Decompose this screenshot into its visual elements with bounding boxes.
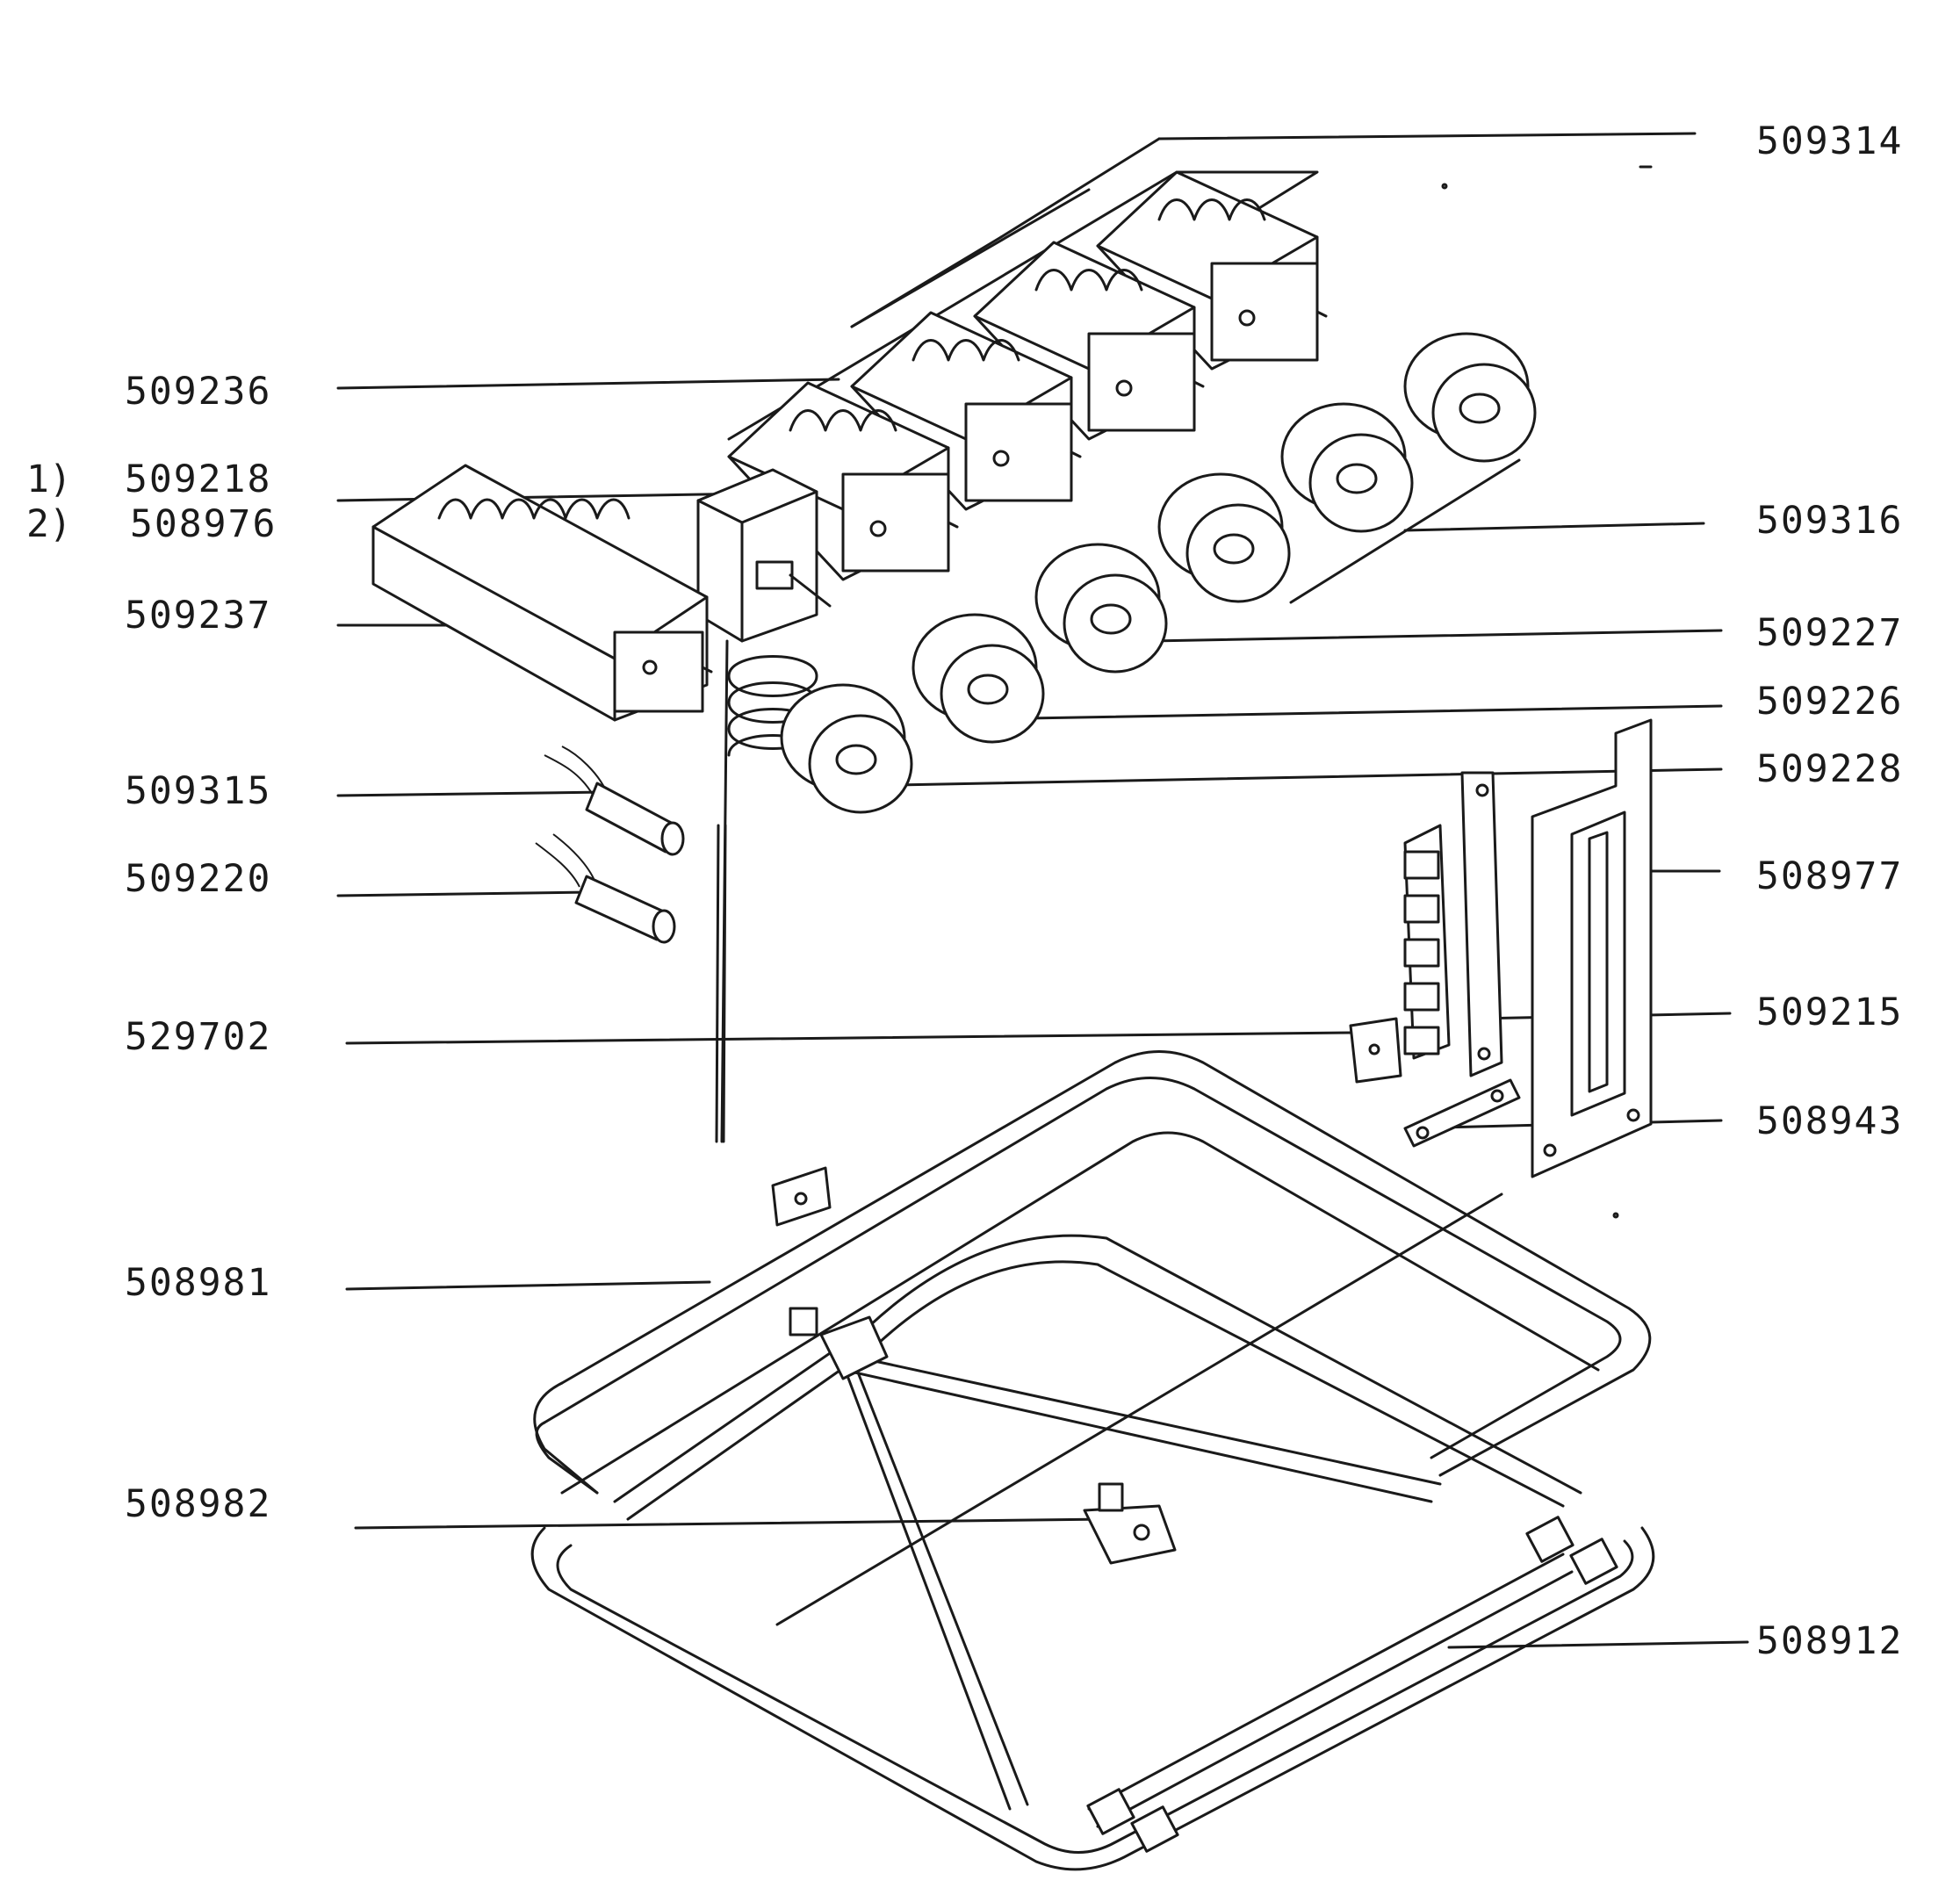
- part-label-509228: 509228: [1756, 747, 1904, 791]
- part-label-508977: 508977: [1756, 854, 1904, 898]
- part-label-508982: 508982: [125, 1482, 272, 1526]
- probes: [535, 746, 685, 944]
- part-label-509236: 509236: [125, 370, 272, 414]
- variant-marker-2: 2): [26, 502, 72, 546]
- selector-switch-row: [727, 170, 1328, 581]
- switch-block: [371, 464, 713, 722]
- grill-element: [533, 1050, 1652, 1811]
- part-label-508981: 508981: [125, 1261, 272, 1305]
- bottom-element: [530, 1131, 1655, 1871]
- control-knobs: [780, 332, 1537, 814]
- part-label-509314: 509314: [1756, 119, 1904, 163]
- part-label-509215: 509215: [1756, 991, 1904, 1034]
- part-label-508976: 508976: [130, 502, 277, 546]
- part-label-509315: 509315: [125, 769, 272, 813]
- part-label-509227: 509227: [1756, 611, 1904, 655]
- part-label-509220: 509220: [125, 857, 272, 901]
- part-label-509316: 509316: [1756, 499, 1904, 543]
- variant-marker-1: 1): [26, 457, 72, 501]
- part-label-508943: 508943: [1756, 1099, 1904, 1143]
- part-label-508912: 508912: [1756, 1619, 1904, 1663]
- terminal-assembly: [1349, 718, 1653, 1178]
- thermostat: [696, 468, 832, 1143]
- part-label-509226: 509226: [1756, 680, 1904, 724]
- part-label-509218: 509218: [125, 457, 272, 501]
- part-label-529702: 529702: [125, 1015, 272, 1059]
- part-label-509237: 509237: [125, 594, 272, 638]
